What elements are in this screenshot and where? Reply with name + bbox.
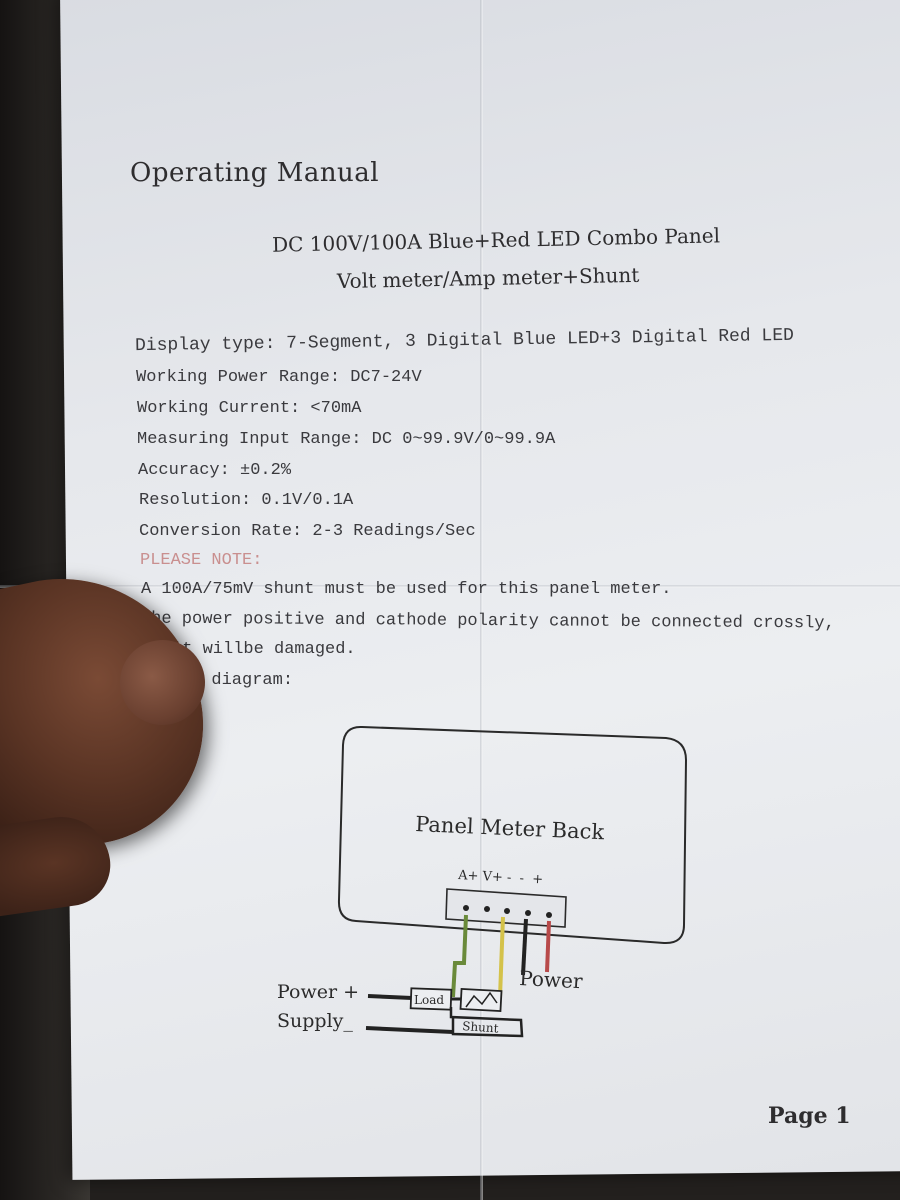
green-wire <box>451 914 468 998</box>
power-supply-label-line1: Power + <box>277 981 359 1003</box>
spec-working-current: Working Current: <70mA <box>137 399 362 418</box>
negative-supply-wire <box>365 1026 454 1034</box>
shunt-resistor-icon <box>465 991 498 1008</box>
panel-meter-box <box>337 725 688 945</box>
shunt-label: Shunt <box>462 1019 499 1036</box>
positive-supply-wire <box>367 994 413 1000</box>
terminal-v-plus <box>484 906 490 912</box>
red-power-wire <box>545 920 551 973</box>
paper-fold-horizontal <box>0 585 900 588</box>
terminal-labels: A+ V+ - - + <box>457 868 544 887</box>
manual-title: Operating Manual <box>130 158 380 188</box>
paper-fold-vertical <box>480 0 483 1200</box>
yellow-wire <box>498 916 505 998</box>
spec-accuracy: Accuracy: ±0.2% <box>138 461 292 480</box>
load-label: Load <box>414 993 444 1007</box>
note-damage-warning: it willbe damaged. <box>172 640 356 659</box>
load-box <box>409 987 453 1011</box>
black-power-wire <box>521 918 528 976</box>
terminal-block <box>445 888 567 928</box>
terminal-a-plus <box>463 905 469 911</box>
wiring-diagram-label: g diagram: <box>191 671 294 690</box>
spec-measuring-input-range: Measuring Input Range: DC 0~99.9V/0~99.9… <box>137 430 556 449</box>
note-shunt-requirement: A 100A/75mV shunt must be used for this … <box>141 580 672 599</box>
power-supply-label-line2: Supply_ <box>277 1010 353 1032</box>
note-label: PLEASE NOTE: <box>140 551 263 570</box>
spec-working-power-range: Working Power Range: DC7-24V <box>136 368 422 387</box>
power-label: Power <box>519 966 584 993</box>
terminal-minus-1 <box>504 908 510 914</box>
page-number: Page 1 <box>768 1103 851 1129</box>
spec-resolution: Resolution: 0.1V/0.1A <box>139 491 354 510</box>
spec-conversion-rate: Conversion Rate: 2-3 Readings/Sec <box>139 522 476 541</box>
terminal-plus <box>546 912 552 918</box>
panel-meter-back-label: Panel Meter Back <box>415 812 605 844</box>
terminal-minus-2 <box>525 910 531 916</box>
